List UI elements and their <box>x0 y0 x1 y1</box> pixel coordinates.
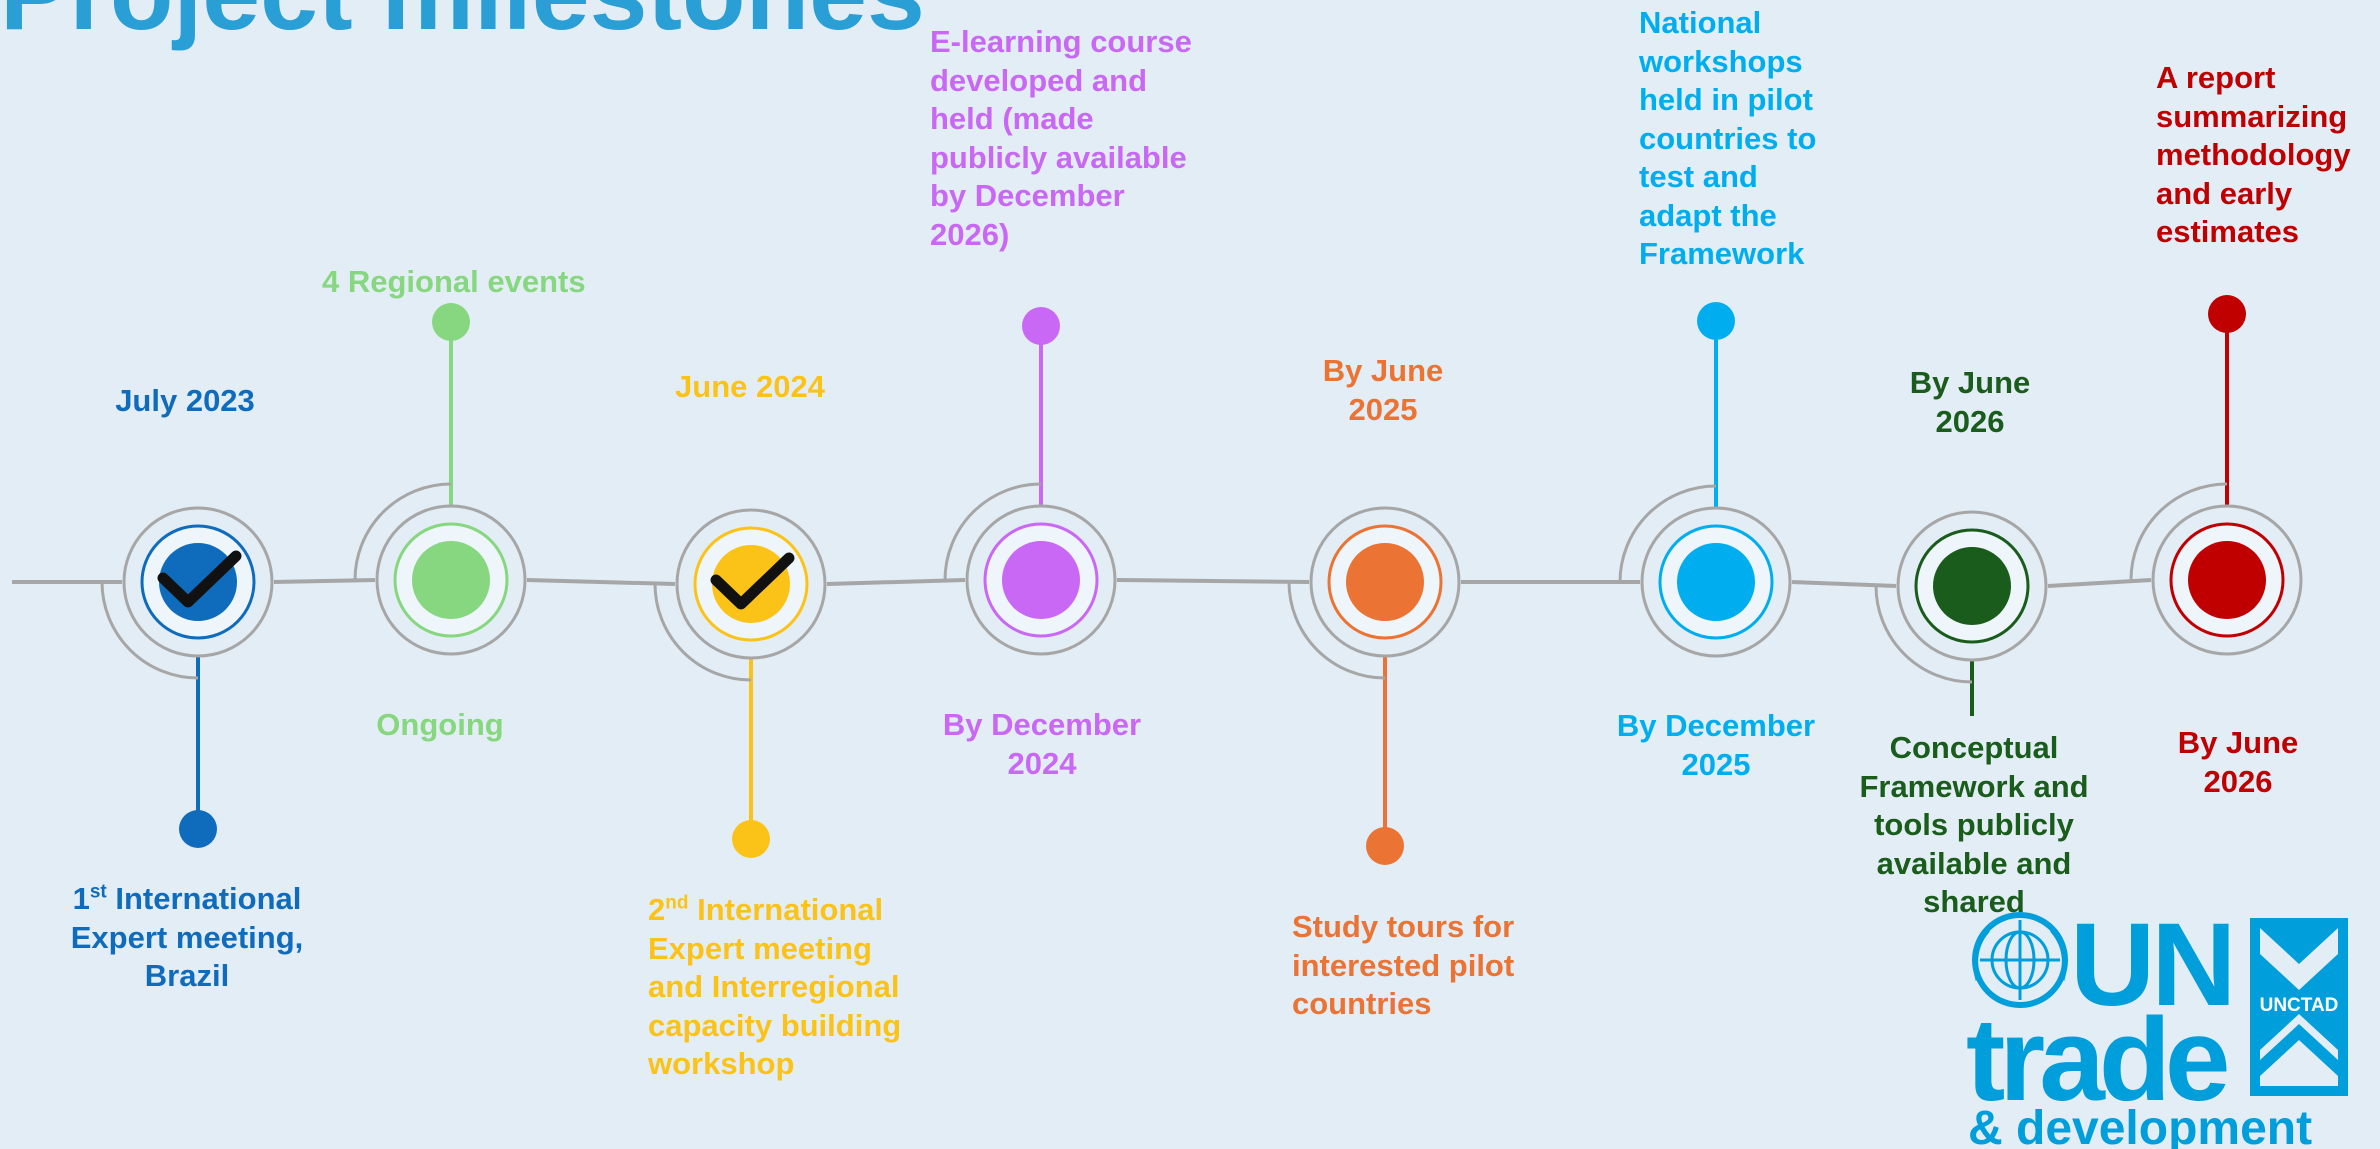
milestone-core-2 <box>412 541 490 619</box>
milestone-date-4: By December 2024 <box>942 707 1142 781</box>
milestone-arc-5 <box>1287 581 1386 680</box>
timeline-axis-segment <box>826 578 966 586</box>
checkmark-icon <box>710 552 795 610</box>
milestone-date-5: By June 2025 <box>1322 353 1444 427</box>
milestone-dot-5 <box>1366 827 1404 865</box>
milestone-arc-1 <box>100 581 199 680</box>
milestone-node-2 <box>353 303 527 656</box>
milestone-node-3 <box>653 508 827 858</box>
milestone-description-2: 4 Regional events <box>322 264 586 299</box>
logo-line-1: UN <box>2070 910 2232 1031</box>
timeline-axis-segment <box>1791 580 1897 588</box>
milestone-dot-3 <box>732 820 770 858</box>
milestone-core-7 <box>1933 547 2011 625</box>
milestone-description-3: 2nd International Expert meeting and Int… <box>648 892 902 1081</box>
milestone-description-4: E-learning course developed and held (ma… <box>930 24 1192 252</box>
milestone-core-6 <box>1677 543 1755 621</box>
milestone-arc-3 <box>653 583 752 682</box>
milestone-arc-7 <box>1874 585 1973 684</box>
milestone-core-1 <box>159 543 237 621</box>
un-emblem-icon <box>1972 912 2068 1008</box>
milestone-dot-4 <box>1022 307 1060 345</box>
milestone-description-6: National workshops held in pilot countri… <box>1639 5 1817 271</box>
milestone-node-8 <box>2129 295 2303 656</box>
logo-line-2: trade <box>1966 994 2227 1126</box>
checkmark-icon <box>157 550 242 608</box>
milestone-description-7: Conceptual Framework and tools publicly … <box>1859 730 2089 919</box>
milestone-ordinal-suffix-3: nd <box>665 892 689 914</box>
milestone-date-2: Ongoing <box>376 707 504 742</box>
timeline-axis-segment <box>2047 578 2152 588</box>
milestone-date-8: By June 2026 <box>2177 725 2299 799</box>
milestone-node-6 <box>1618 302 1792 658</box>
milestone-core-8 <box>2188 541 2266 619</box>
unctad-badge-label: UNCTAD <box>2260 995 2339 1016</box>
unctad-badge: UNCTAD <box>2250 918 2348 1096</box>
milestone-arc-2 <box>353 482 452 581</box>
milestone-node-1 <box>100 506 274 848</box>
milestone-dot-6 <box>1697 302 1735 340</box>
milestone-description-1: 1st International Expert meeting, Brazil <box>70 881 304 993</box>
timeline-axis-segment <box>526 578 676 586</box>
milestone-node-7 <box>1874 510 2048 716</box>
milestone-description-5: Study tours for interested pilot countri… <box>1292 909 1515 1021</box>
milestone-date-1: July 2023 <box>115 383 255 418</box>
milestone-date-6: By December 2025 <box>1616 708 1816 782</box>
milestone-node-4 <box>943 307 1117 656</box>
milestone-core-3 <box>712 545 790 623</box>
un-trade-development-logo: UN trade UNCTAD & development <box>1966 910 2348 1149</box>
timeline-axis-segment <box>1116 578 1310 584</box>
page-title: Project milestones <box>0 0 925 46</box>
milestone-arc-6 <box>1618 484 1717 583</box>
milestone-node-5 <box>1287 506 1461 865</box>
milestone-description-8: A report summarizing methodology and ear… <box>2156 60 2351 249</box>
milestone-core-5 <box>1346 543 1424 621</box>
milestone-dot-1 <box>179 810 217 848</box>
milestone-ordinal-suffix-1: st <box>89 881 107 903</box>
milestone-arc-4 <box>943 482 1042 581</box>
milestone-date-7: By June 2026 <box>1909 365 2031 439</box>
milestone-arc-8 <box>2129 482 2228 581</box>
milestone-date-3: June 2024 <box>675 369 825 404</box>
milestone-core-4 <box>1002 541 1080 619</box>
milestone-dot-8 <box>2208 295 2246 333</box>
timeline-axis-segment <box>273 578 376 584</box>
milestone-ordinal-1: 1 <box>72 881 90 916</box>
milestone-dot-2 <box>432 303 470 341</box>
milestone-ordinal-3: 2 <box>648 892 666 927</box>
logo-line-3: & development <box>1968 1102 2312 1149</box>
